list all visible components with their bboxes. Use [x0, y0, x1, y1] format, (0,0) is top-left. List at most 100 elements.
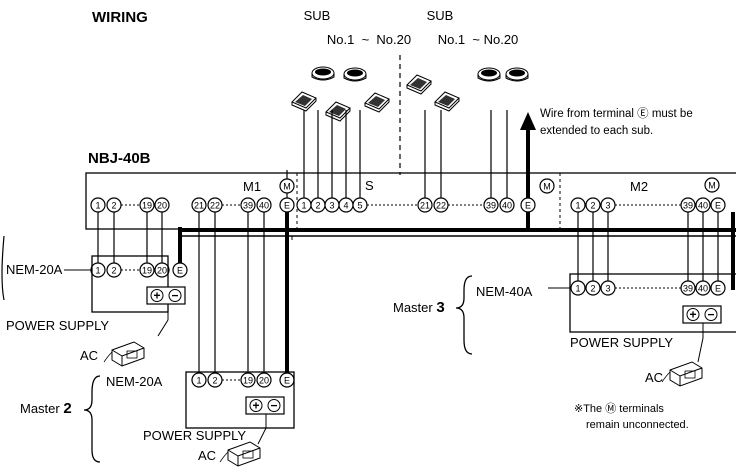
svg-text:1: 1 — [95, 265, 100, 275]
svg-text:1: 1 — [95, 200, 100, 210]
bus-s-label: S — [365, 178, 374, 193]
sub-stations — [291, 66, 529, 122]
terminal-s40: 40 — [499, 197, 515, 213]
master3-power-terminals: +− — [682, 305, 722, 324]
terminal-40: 40 — [256, 197, 272, 213]
svg-text:E: E — [284, 375, 290, 385]
svg-text:−: − — [707, 308, 714, 322]
terminal-s5: 5 — [352, 197, 368, 213]
sub-right-title: SUB — [427, 8, 454, 23]
master1-terminal-20: 20 — [154, 262, 170, 278]
master2-power-terminals: +− — [245, 396, 285, 415]
svg-text:2: 2 — [315, 200, 320, 210]
ceiling-speaker-icon — [505, 67, 529, 82]
master2-unit: NEM-20A — [106, 374, 163, 389]
wall-speaker-icon — [291, 91, 317, 112]
svg-text:40: 40 — [698, 200, 708, 210]
svg-text:20: 20 — [157, 200, 167, 210]
svg-text:19: 19 — [142, 265, 152, 275]
svg-text:39: 39 — [486, 200, 496, 210]
master3-label: Master 3 — [393, 299, 445, 316]
bus-label: NBJ-40B — [88, 150, 151, 167]
master2-ac-adapter-icon — [219, 441, 261, 467]
master2-terminal-e: E — [279, 372, 295, 388]
ceiling-speaker-icon — [477, 67, 501, 82]
master1-box — [91, 255, 169, 313]
psu-wire — [157, 319, 169, 337]
terminal-20: 20 — [154, 197, 170, 213]
terminal-19: 19 — [139, 197, 155, 213]
svg-text:4: 4 — [343, 200, 348, 210]
svg-text:2: 2 — [590, 283, 595, 293]
svg-text:1: 1 — [575, 283, 580, 293]
arrow-head-icon — [520, 112, 536, 130]
master3-terminal-39: 39 — [680, 280, 696, 296]
sub-left-title: SUB — [304, 8, 331, 23]
svg-text:3: 3 — [605, 200, 610, 210]
svg-text:22: 22 — [210, 200, 220, 210]
bus-m2-label: M2 — [630, 179, 648, 194]
svg-text:−: − — [171, 289, 178, 303]
svg-text:E: E — [715, 200, 721, 210]
terminal-m2-2: 2 — [585, 197, 601, 213]
wiring-lines — [97, 110, 736, 445]
svg-text:1: 1 — [301, 200, 306, 210]
psu-wire — [257, 427, 267, 445]
terminal-s22: 22 — [433, 197, 449, 213]
master3-terminal-40: 40 — [695, 280, 711, 296]
terminal-m1: M — [279, 178, 295, 194]
master2-terminal-2: 2 — [207, 372, 223, 388]
svg-text:19: 19 — [243, 375, 253, 385]
terminal-s21: 21 — [417, 197, 433, 213]
terminal-m2-40: 40 — [695, 197, 711, 213]
svg-text:2: 2 — [590, 200, 595, 210]
svg-text:+: + — [252, 399, 259, 413]
master2-power-supply: POWER SUPPLY — [143, 428, 246, 443]
note-top-line2: extended to each sub. — [540, 125, 653, 137]
wall-speaker-icon — [364, 92, 390, 113]
svg-text:E: E — [525, 200, 531, 210]
terminal-s4: 4 — [338, 197, 354, 213]
power-supply-units: +−+−+− — [103, 286, 722, 467]
svg-text:39: 39 — [683, 283, 693, 293]
master1-ac-adapter-icon — [103, 341, 145, 367]
master3-unit: NEM-40A — [476, 284, 533, 299]
bus-m1-label: M1 — [243, 179, 261, 194]
master3-ac-adapter-icon — [661, 361, 703, 387]
terminal-s2: 2 — [310, 197, 326, 213]
terminal-m2-1: 1 — [570, 197, 586, 213]
master2-terminal-1: 1 — [191, 372, 207, 388]
master3-terminal-1: 1 — [570, 280, 586, 296]
svg-text:−: − — [270, 399, 277, 413]
master1-power-supply: POWER SUPPLY — [6, 318, 109, 333]
svg-text:21: 21 — [194, 200, 204, 210]
svg-text:E: E — [177, 265, 183, 275]
master3-power-supply: POWER SUPPLY — [570, 335, 673, 350]
svg-text:1: 1 — [196, 375, 201, 385]
svg-text:+: + — [153, 289, 160, 303]
master3-terminal-2: 2 — [585, 280, 601, 296]
psu-wire — [697, 337, 704, 363]
svg-text:20: 20 — [157, 265, 167, 275]
wall-speaker-icon — [434, 91, 460, 112]
terminal-e: E — [279, 197, 295, 213]
master3-ac: AC — [645, 370, 663, 385]
svg-text:1: 1 — [575, 200, 580, 210]
master1-terminal-2: 2 — [106, 262, 122, 278]
master1-unit: NEM-20A — [6, 262, 63, 277]
svg-text:M: M — [708, 180, 716, 190]
terminal-22: 22 — [207, 197, 223, 213]
svg-text:21: 21 — [420, 200, 430, 210]
master3-box — [569, 273, 736, 333]
terminal-s1: 1 — [296, 197, 312, 213]
svg-text:5: 5 — [357, 200, 362, 210]
svg-text:+: + — [689, 308, 696, 322]
svg-text:40: 40 — [698, 283, 708, 293]
terminal-21: 21 — [191, 197, 207, 213]
terminal-2: 2 — [106, 197, 122, 213]
ceiling-speaker-icon — [343, 67, 367, 82]
diagram-title: WIRING — [92, 9, 148, 26]
terminal-m2-e: E — [710, 197, 726, 213]
